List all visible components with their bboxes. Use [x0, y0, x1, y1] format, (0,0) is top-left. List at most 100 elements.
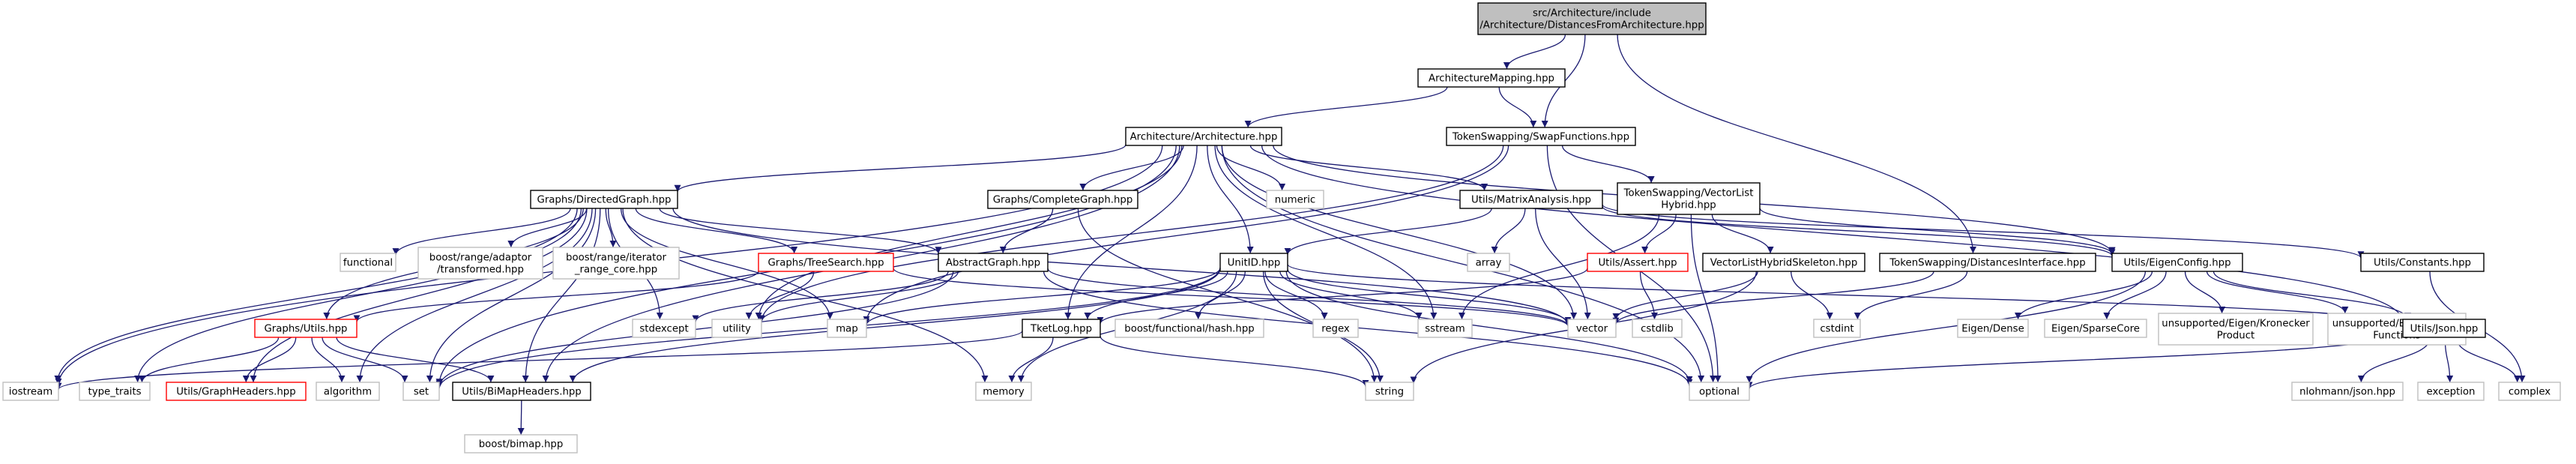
edge-graphsutils-to-bimapheaders	[336, 337, 495, 383]
node-box	[417, 247, 543, 280]
node-box	[1446, 127, 1636, 146]
node-skeleton[interactable]: VectorListHybridSkeleton.hpp	[1702, 253, 1865, 272]
node-bimapheaders[interactable]: Utils/BiMapHeaders.hpp	[452, 382, 591, 401]
edge-abstractgraph-to-utility	[758, 271, 959, 322]
edge-completegraph-to-abstractgraph	[999, 208, 1054, 254]
node-box	[1312, 319, 1359, 338]
node-graphsutils[interactable]: Graphs/Utils.hpp	[254, 319, 358, 338]
node-tketlog[interactable]: TketLog.hpp	[1022, 319, 1101, 338]
node-algorithm: algorithm	[316, 382, 380, 401]
node-box	[340, 253, 396, 272]
node-box	[711, 319, 762, 338]
node-box	[552, 247, 680, 280]
node-box	[2158, 313, 2314, 346]
node-root[interactable]: src/Architecture/include/Architecture/Di…	[1477, 2, 1707, 35]
edge-directedgraph-to-vector	[672, 208, 1572, 325]
node-box	[166, 382, 307, 401]
node-cstdlib: cstdlib	[1632, 319, 1683, 338]
node-box	[402, 382, 440, 401]
node-matrixanalysis[interactable]: Utils/MatrixAnalysis.hpp	[1459, 190, 1603, 209]
node-constants[interactable]: Utils/Constants.hpp	[2360, 253, 2485, 272]
node-box	[1632, 319, 1683, 338]
edge-directedgraph-to-iterator	[605, 208, 617, 248]
edge-eigenconfig-to-eigendense	[2015, 271, 2153, 320]
node-box	[632, 319, 696, 338]
node-swapfunctions[interactable]: TokenSwapping/SwapFunctions.hpp	[1446, 127, 1636, 146]
node-abstractgraph[interactable]: AbstractGraph.hpp	[938, 253, 1049, 272]
node-unitid[interactable]: UnitID.hpp	[1219, 253, 1288, 272]
node-assert[interactable]: Utils/Assert.hpp	[1587, 253, 1689, 272]
node-box	[987, 190, 1138, 209]
node-label-line: array	[1476, 258, 1502, 269]
node-box	[938, 253, 1049, 272]
node-distiface[interactable]: TokenSwapping/DistancesInterface.hpp	[1879, 253, 2096, 272]
node-label-line: vector	[1576, 324, 1608, 335]
node-label-line: memory	[983, 387, 1025, 398]
edge-archmapping-to-architecture	[1244, 86, 1448, 128]
edge-distiface-to-vector	[1612, 271, 1934, 325]
edge-tketlog-to-string	[1100, 335, 1369, 388]
node-vector: vector	[1567, 319, 1617, 338]
node-box	[1365, 382, 1414, 401]
edge-directedgraph-to-typetraits	[134, 208, 582, 383]
node-cstdint: cstdint	[1813, 319, 1861, 338]
node-label-line: Utils/GraphHeaders.hpp	[176, 387, 295, 398]
edge-unitid-to-bimapheaders	[569, 268, 1221, 383]
node-regex: regex	[1312, 319, 1359, 338]
node-graphheaders[interactable]: Utils/GraphHeaders.hpp	[166, 382, 307, 401]
edge-root-to-archmapping	[1503, 34, 1566, 70]
node-label-line: map	[836, 324, 858, 335]
edge-matrixanalysis-to-array	[1491, 208, 1526, 254]
node-label-line: Graphs/TreeSearch.hpp	[767, 258, 884, 269]
node-box	[2291, 382, 2404, 401]
node-eigenconfig[interactable]: Utils/EigenConfig.hpp	[2111, 253, 2243, 272]
node-box	[1689, 382, 1750, 401]
edge-abstractgraph-to-vector	[1047, 268, 1572, 326]
node-label-line: Utils/MatrixAnalysis.hpp	[1471, 195, 1591, 206]
node-label-line: string	[1375, 387, 1404, 398]
node-adaptor: boost/range/adaptor/transformed.hpp	[417, 247, 543, 280]
edge-directedgraph-to-graphheaders	[250, 208, 588, 383]
node-treesearch[interactable]: Graphs/TreeSearch.hpp	[758, 253, 894, 272]
node-label-line: Utils/Assert.hpp	[1598, 258, 1677, 269]
node-vectorlisthybrid[interactable]: TokenSwapping/VectorListHybrid.hpp	[1617, 182, 1761, 215]
node-box	[1467, 253, 1510, 272]
edge-unitid-to-boostfunc	[1195, 271, 1246, 320]
node-box	[452, 382, 591, 401]
node-label-line: sstream	[1425, 324, 1465, 335]
edges-layer	[54, 34, 2526, 436]
node-box	[1266, 190, 1324, 209]
node-box	[1813, 319, 1861, 338]
edge-archmapping-to-swapfunctions	[1498, 86, 1537, 128]
node-label-line: unsupported/Eigen/Kronecker	[2162, 319, 2310, 330]
node-label-line: Hybrid.hpp	[1661, 200, 1716, 211]
node-box	[2360, 253, 2485, 272]
edge-abstractgraph-to-set	[435, 271, 954, 388]
node-label-line: boost/range/iterator	[566, 253, 667, 264]
node-archmapping[interactable]: ArchitectureMapping.hpp	[1417, 68, 1566, 88]
node-completegraph[interactable]: Graphs/CompleteGraph.hpp	[987, 190, 1138, 209]
node-architecture[interactable]: Architecture/Architecture.hpp	[1125, 127, 1282, 146]
node-label-line: exception	[2427, 387, 2476, 398]
node-box	[2044, 319, 2147, 338]
node-box	[758, 253, 894, 272]
edge-directedgraph-to-adaptor	[507, 208, 588, 248]
node-box	[1567, 319, 1617, 338]
edge-skeleton-to-cstdint	[1791, 271, 1833, 320]
node-box	[1617, 182, 1761, 215]
node-json[interactable]: Utils/Json.hpp	[2402, 319, 2486, 338]
edge-unitid-to-vector	[1287, 268, 1572, 324]
node-label-line: /Architecture/DistancesFromArchitecture.…	[1479, 20, 1704, 31]
edge-directedgraph-to-algorithm	[356, 208, 593, 383]
node-label-line: AbstractGraph.hpp	[946, 258, 1040, 269]
node-label-line: cstdlib	[1641, 324, 1674, 335]
node-label-line: ArchitectureMapping.hpp	[1429, 73, 1554, 85]
node-label-line: VectorListHybridSkeleton.hpp	[1710, 258, 1858, 269]
edge-graphsutils-to-set	[322, 337, 408, 383]
node-directedgraph[interactable]: Graphs/DirectedGraph.hpp	[530, 190, 678, 209]
edge-architecture-to-json	[1261, 145, 2407, 322]
node-numeric: numeric	[1266, 190, 1324, 209]
node-iostream: iostream	[2, 382, 59, 401]
node-utility: utility	[711, 319, 762, 338]
